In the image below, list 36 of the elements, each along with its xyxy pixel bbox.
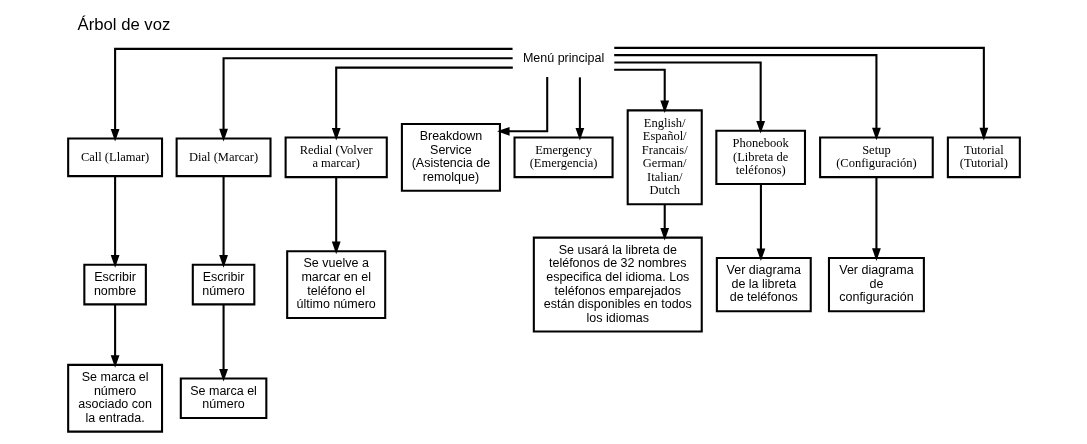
node-box: Dial (Marcar) (175, 137, 272, 178)
arrow (110, 47, 513, 142)
arrow (613, 68, 669, 114)
node-box: Emergency (Emergencia) (513, 136, 614, 179)
node-box: Breakdown Service (Asistencia de remolque) (400, 122, 501, 192)
arrow (659, 204, 669, 241)
arrow (496, 77, 548, 136)
arrow (575, 77, 584, 141)
node-box: Escribir número (191, 263, 255, 306)
node-box: Redial (Volver a marcar) (284, 136, 388, 179)
node-text: Menú principal (522, 50, 604, 65)
arrow (613, 54, 881, 141)
arrow (218, 176, 228, 268)
node-box: English/ Español/ Francais/ German/ Italian/ Dutch (626, 109, 703, 206)
arrow (613, 46, 988, 141)
arrow (331, 66, 513, 141)
node-box: Tutorial (Tutorial) (946, 136, 1021, 179)
node-box: Se marca el número (179, 377, 267, 420)
node-box: Ver diagrama de configuración (827, 256, 925, 313)
node-box: Se vuelve a marcar en el teléfono el último número (285, 250, 386, 319)
arrow (756, 184, 765, 262)
arrow (613, 61, 765, 134)
node-box: Se marca el número asociado con la entrada. (66, 363, 163, 433)
diagram-title: Árbol de voz (77, 14, 170, 34)
arrow (110, 304, 119, 368)
arrow (871, 177, 881, 261)
node-box: Setup (Configuración) (818, 136, 934, 179)
node-box: Call (Llamar) (66, 137, 163, 178)
node-box: Ver diagrama de la libreta de teléfonos (715, 256, 812, 313)
arrow (218, 304, 228, 382)
arrow (218, 57, 513, 142)
node-box: Phonebook (Libreta de teléfonos) (714, 129, 806, 185)
node-box: Escribir nombre (82, 263, 147, 306)
arrow (331, 177, 341, 255)
arrow (110, 176, 119, 268)
node-box: Se usará la libreta de teléfonos de 32 nombres especifica del idioma. Los teléfonos emparejados están disponibles en todos los idiomas (532, 236, 703, 333)
